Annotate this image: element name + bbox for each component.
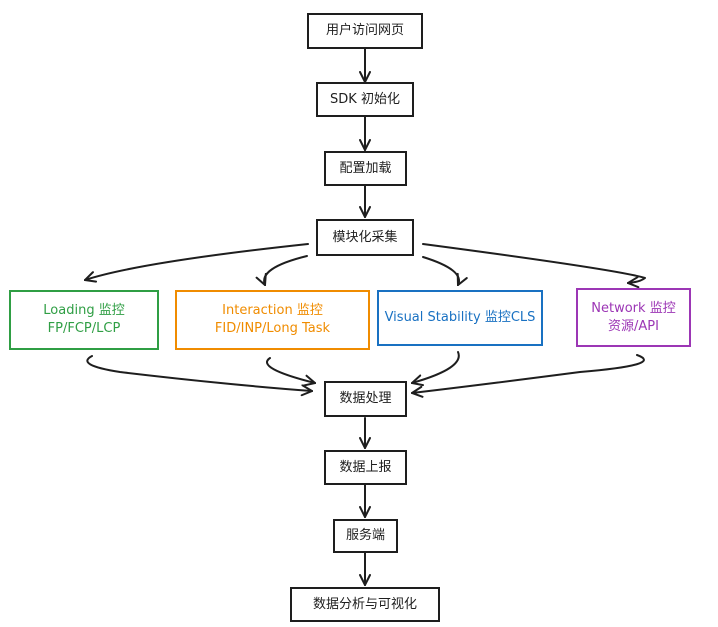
edge-network-process	[412, 354, 645, 393]
edge-collect-loading	[85, 243, 309, 280]
edge-collect-visual	[422, 256, 459, 285]
edge-collect-network	[422, 243, 646, 283]
node-report: 数据上报	[324, 450, 407, 485]
node-loading-title: Loading 监控	[43, 303, 125, 318]
node-network-metrics: 资源/API	[608, 318, 659, 334]
node-visual-title: Visual Stability 监控CLS	[384, 310, 536, 325]
edge-visual-process	[412, 351, 460, 383]
node-collect-label: 模块化采集	[332, 229, 398, 245]
node-process-label: 数据处理	[339, 391, 392, 406]
node-visit-label: 用户访问网页	[325, 23, 404, 38]
node-config-label: 配置加载	[339, 160, 392, 176]
node-network: Network 监控 资源/API	[576, 288, 691, 347]
node-loading-metrics: FP/FCP/LCP	[47, 321, 121, 336]
edge-collect-interaction	[264, 255, 308, 285]
node-sdk-init-label: SDK 初始化	[330, 91, 400, 107]
node-loading: Loading 监控 FP/FCP/LCP	[9, 290, 159, 350]
node-report-label: 数据上报	[339, 459, 392, 475]
node-config: 配置加载	[324, 151, 407, 186]
node-server-label: 服务端	[345, 528, 385, 543]
node-server: 服务端	[333, 519, 398, 553]
node-analysis-label: 数据分析与可视化	[312, 596, 417, 612]
node-process: 数据处理	[324, 381, 407, 417]
node-interaction-metrics: FID/INP/Long Task	[214, 321, 331, 336]
node-sdk-init: SDK 初始化	[316, 82, 414, 117]
node-interaction-title: Interaction 监控	[222, 303, 323, 318]
edge-loading-process	[86, 355, 312, 391]
node-visit: 用户访问网页	[307, 13, 423, 49]
node-network-title: Network 监控	[591, 300, 676, 316]
node-analysis: 数据分析与可视化	[290, 587, 440, 622]
node-interaction: Interaction 监控 FID/INP/Long Task	[175, 290, 370, 350]
node-collect: 模块化采集	[316, 219, 414, 256]
node-visual: Visual Stability 监控CLS	[377, 290, 543, 346]
edge-interaction-process	[266, 357, 315, 383]
